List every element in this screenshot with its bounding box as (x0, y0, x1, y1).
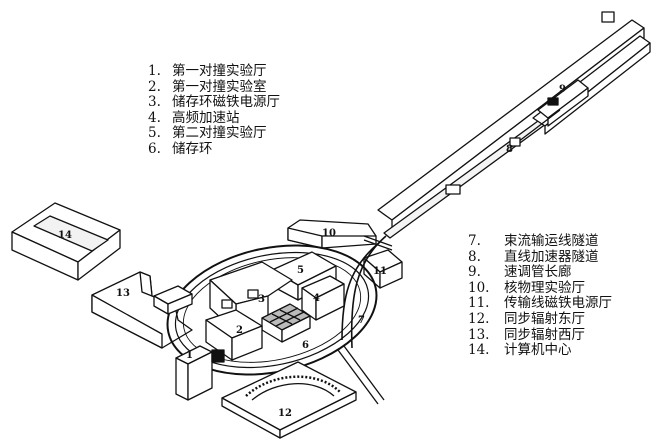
legend-item-8: 8. 直线加速器隧道 (468, 248, 612, 266)
building-1-first-collision-hall (175, 345, 225, 401)
map-label-10: 10 (322, 228, 336, 239)
legend-item-5: 5. 第二对撞实验厅 (148, 126, 280, 142)
legend-text: 第二对撞实验厅 (172, 125, 267, 142)
legend-text: 同步辐射东厅 (504, 310, 585, 327)
map-label-8: 8 (506, 144, 513, 155)
map-label-4: 4 (313, 293, 320, 304)
legend-text: 储存环 (172, 140, 213, 157)
legend-number: 14. (468, 342, 490, 359)
legend-number: 1. (148, 63, 161, 79)
klystron-gallery-9 (445, 11, 651, 195)
legend-number: 8. (468, 248, 481, 265)
building-3-magnet-power-hall (209, 261, 293, 333)
legend-text: 计算机中心 (504, 342, 572, 359)
legend-number: 9. (468, 264, 481, 281)
building-14-computer-center (11, 202, 121, 281)
legend-text: 束流输运线隧道 (504, 233, 599, 249)
map-label-11: 11 (373, 266, 387, 277)
legend-item-12: 12. 同步辐射东厅 (468, 310, 612, 328)
legend-item-4: 4. 高频加速站 (148, 109, 280, 127)
map-label-12: 12 (278, 408, 292, 419)
legend-item-1: 1. 第一对撞实验厅 (148, 63, 280, 80)
legend-number: 12. (468, 310, 490, 327)
legend-text: 储存环磁铁电源厅 (172, 94, 280, 111)
legend-number: 4. (148, 109, 161, 126)
legend-number: 10. (468, 279, 490, 296)
legend-number: 5. (148, 125, 161, 142)
legend-number: 7. (468, 233, 481, 249)
map-label-2: 2 (236, 325, 243, 336)
map-label-14: 14 (58, 230, 72, 241)
legend-text: 直线加速器隧道 (504, 248, 599, 265)
legend-right: 7. 束流输运线隧道 8. 直线加速器隧道 9. 速调管长廊 10. 核物理实验厅 11… (468, 233, 612, 359)
map-label-7: 7 (358, 315, 365, 326)
legend-item-11: 11. 传输线磁铁电源厅 (468, 296, 612, 312)
legend-number: 13. (468, 326, 490, 343)
legend-number: 11. (468, 295, 490, 312)
legend-item-3: 3. 储存环磁铁电源厅 (148, 95, 280, 111)
legend-number: 3. (148, 94, 161, 111)
legend-text: 第一对撞实验厅 (172, 63, 267, 79)
legend-item-9: 9. 速调管长廊 (468, 265, 612, 281)
map-label-9: 9 (559, 84, 566, 95)
map-label-5: 5 (297, 265, 304, 276)
legend-text: 高频加速站 (172, 109, 240, 126)
legend-text: 核物理实验厅 (504, 279, 585, 296)
building-10-nuclear-physics-hall (287, 219, 393, 251)
map-label-1: 1 (186, 350, 193, 361)
legend-item-13: 13. 同步辐射西厅 (468, 326, 612, 344)
legend-item-6: 6. 储存环 (148, 140, 280, 158)
building-small-near-13 (153, 285, 193, 315)
legend-text: 传输线磁铁电源厅 (504, 295, 612, 312)
legend-text: 第一对撞实验室 (172, 78, 267, 95)
legend-left: 1. 第一对撞实验厅 2. 第一对撞实验室 3. 储存环磁铁电源厅 4. 高频加速站 5… (148, 63, 280, 158)
building-12-east-hall (221, 345, 385, 439)
map-label-6: 6 (302, 340, 309, 351)
building-2-first-collision-lab (205, 309, 263, 361)
legend-item-10: 10. 核物理实验厅 (468, 279, 612, 297)
building-4-rf-station (301, 275, 345, 321)
legend-item-14: 14. 计算机中心 (468, 343, 612, 359)
legend-item-2: 2. 第一对撞实验室 (148, 78, 280, 96)
legend-number: 6. (148, 140, 161, 157)
legend-number: 2. (148, 78, 161, 95)
legend-text: 速调管长廊 (504, 264, 572, 281)
beam-transport-tunnel-7 (341, 235, 387, 349)
map-label-13: 13 (116, 288, 130, 299)
legend-item-7: 7. 束流输运线隧道 (468, 233, 612, 250)
building-11-power-hall (363, 249, 403, 289)
linac-tunnel-8 (377, 19, 645, 239)
map-label-3: 3 (258, 294, 265, 305)
legend-text: 同步辐射西厅 (504, 326, 585, 343)
